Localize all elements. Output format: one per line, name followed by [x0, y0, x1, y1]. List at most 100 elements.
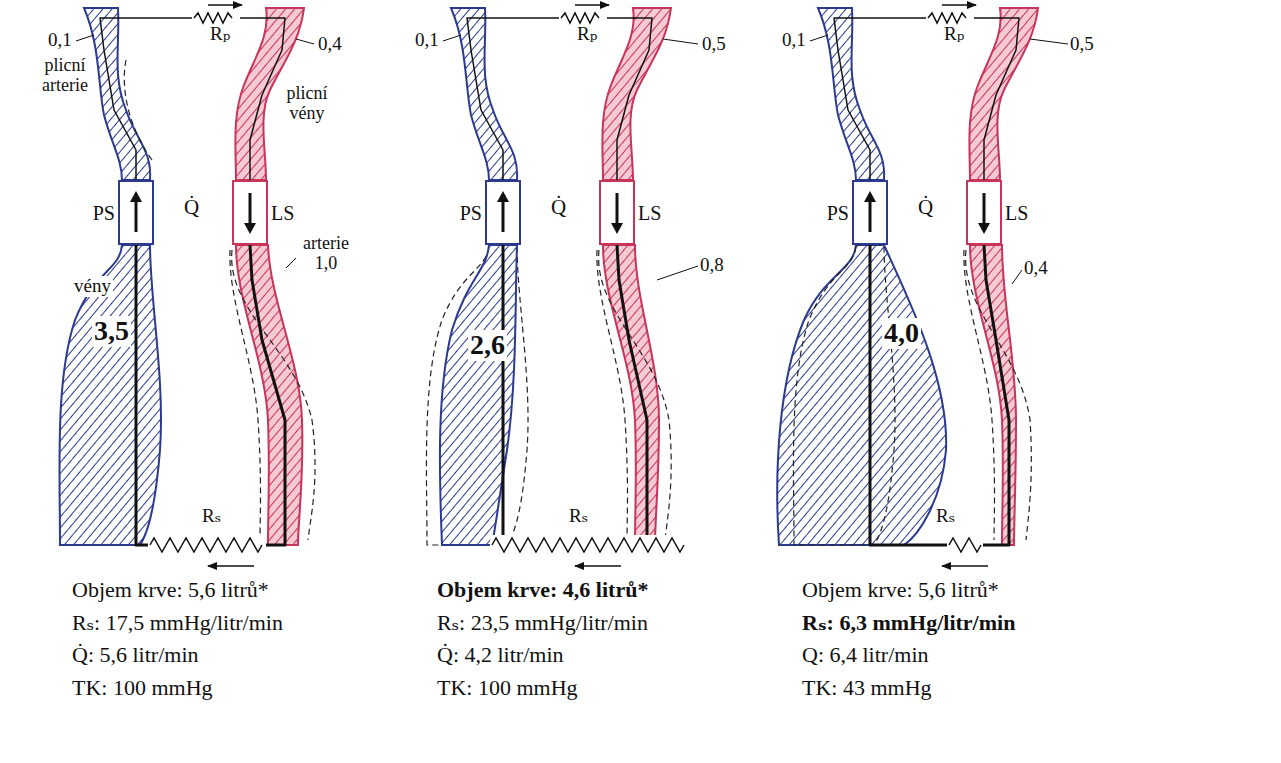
callout-label: Rₛ [569, 506, 588, 527]
pulmonary-circuit-line [467, 18, 652, 180]
callout-label: 0,1 [415, 30, 439, 51]
chamber-label: LS [271, 201, 294, 224]
value-line: Objem krve: 5,6 litrů* [72, 578, 269, 602]
callout-label: 4,0 [882, 318, 921, 349]
left-heart-box: LS [599, 180, 635, 245]
panel-marks [657, 266, 698, 280]
value-line: Rₛ: 23,5 mmHg/litr/min [437, 611, 648, 635]
panel-vessels [232, 250, 315, 540]
value-line: Rₛ: 17,5 mmHg/litr/min [72, 611, 283, 635]
value-line: Q̇: 5,6 litr/min [72, 643, 199, 667]
callout-label: 0,5 [1070, 34, 1094, 55]
flow-arrow [120, 182, 152, 243]
panel-marks [490, 535, 686, 555]
callout-label: 0,4 [318, 34, 342, 55]
chamber-label: PS [93, 201, 115, 224]
flow-arrow [249, 193, 252, 225]
panel-vessels [966, 250, 1032, 540]
value-line: Q̇: 4,2 litr/min [437, 643, 564, 667]
callout-label: 0,1 [48, 30, 72, 51]
callout-label: Rₚ [944, 24, 964, 45]
left-heart-box: LS [232, 180, 268, 245]
callout-label: Q̇ [184, 196, 199, 219]
callout-label: Rₚ [210, 24, 230, 45]
callout-label: Rₛ [202, 506, 221, 527]
right-heart-box: PS [852, 180, 888, 245]
panel-vessels [777, 245, 946, 545]
panel-marks [1030, 39, 1068, 44]
value-line: Rₛ: 6,3 mmHg/litr/min [802, 611, 1015, 635]
panel-vessels [426, 245, 528, 545]
callout-label: 0,8 [700, 255, 724, 276]
panel-marks [208, 565, 254, 567]
panel-vessels [451, 8, 517, 180]
callout-label: Q̇ [551, 196, 566, 219]
panel-marks [286, 258, 296, 268]
callout-label: plicní arterie [34, 56, 96, 96]
panel-vessels [964, 250, 995, 540]
value-line: Objem krve: 4,6 litrů* [437, 578, 648, 602]
panel-vessels [599, 250, 672, 540]
value-line: TK: 100 mmHg [437, 676, 578, 700]
flow-arrow [244, 223, 256, 234]
callout-label: plicní vény [276, 84, 338, 124]
panel-vessels [84, 8, 150, 180]
panel-vessels [236, 245, 302, 545]
callout-label: Rₚ [577, 24, 597, 45]
panel-marks [150, 538, 262, 552]
flow-arrow [616, 193, 619, 225]
flow-arrow [854, 182, 886, 243]
callout-label: 3,5 [92, 316, 131, 347]
panel-marks [575, 565, 621, 567]
flow-arrow [135, 200, 138, 232]
panel-marks [492, 538, 684, 552]
flow-arrow [864, 191, 876, 202]
flow-arrow [978, 223, 990, 234]
panel-marks [663, 39, 698, 44]
callout-label: Rₛ [936, 506, 955, 527]
panel-vessels [440, 245, 517, 545]
flow-arrow [502, 200, 505, 232]
panel-marks [810, 5, 1068, 566]
panel-vessels [793, 245, 895, 545]
value-line: Q: 6,4 litr/min [802, 643, 929, 667]
systemic-circuit-line [870, 245, 1009, 545]
chamber-label: PS [460, 201, 482, 224]
flow-arrow [611, 223, 623, 234]
panel-marks [949, 538, 981, 552]
panel-vessels [818, 8, 884, 180]
flow-arrow [601, 182, 633, 243]
panel-marks [148, 535, 266, 555]
value-line: TK: 100 mmHg [72, 676, 213, 700]
panel-vessels [124, 60, 152, 160]
callout-label: 0,4 [1024, 258, 1048, 279]
flow-arrow [487, 182, 519, 243]
value-line: TK: 43 mmHg [802, 676, 932, 700]
panel-vessels [59, 245, 161, 545]
systemic-circuit-line [503, 245, 647, 545]
callout-label: arterie 1,0 [298, 234, 354, 274]
flow-arrow [130, 191, 142, 202]
flow-arrow [983, 193, 986, 225]
flow-arrow [968, 182, 1000, 243]
panel-vessels [603, 245, 659, 545]
left-heart-box: LS [966, 180, 1002, 245]
flow-arrow [497, 191, 509, 202]
callout-label: Q̇ [918, 196, 933, 219]
callout-label: 2,6 [468, 330, 507, 361]
panel-vessels [777, 8, 1038, 545]
callout-label: vény [72, 276, 113, 297]
panel-marks [296, 39, 314, 44]
panel-marks [443, 5, 698, 566]
pulmonary-circuit-line [100, 18, 285, 180]
panel-marks [942, 565, 988, 567]
panel-marks [1012, 270, 1022, 284]
callout-label: 0,1 [782, 30, 806, 51]
panel-vessels [59, 8, 315, 545]
panel-vessels [230, 250, 261, 540]
panel-vessels [426, 8, 671, 545]
right-heart-box: PS [485, 180, 521, 245]
systemic-circuit-line [136, 245, 285, 545]
pulmonary-circuit-line [834, 18, 1019, 180]
